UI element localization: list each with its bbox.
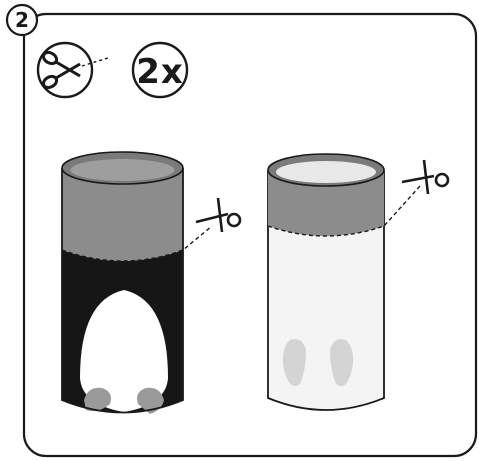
tube-left-cap (62, 168, 183, 261)
foot-right (137, 387, 164, 414)
white-figure (80, 290, 168, 412)
tube-right (267, 153, 421, 411)
quantity-badge: 2x (131, 41, 189, 99)
foot-left (84, 387, 111, 412)
tube-left (61, 151, 213, 414)
scissors-cut-icon (195, 197, 242, 233)
step-number-badge: 2 (5, 3, 39, 37)
tube-right-cap (268, 170, 384, 236)
foot-print-icon (282, 339, 354, 387)
scissors-icon (41, 50, 81, 90)
step-number: 2 (15, 8, 29, 32)
cut-badge (36, 41, 109, 99)
quantity-text: 2x (136, 52, 184, 92)
scissors-cut-icon-right (401, 159, 450, 195)
